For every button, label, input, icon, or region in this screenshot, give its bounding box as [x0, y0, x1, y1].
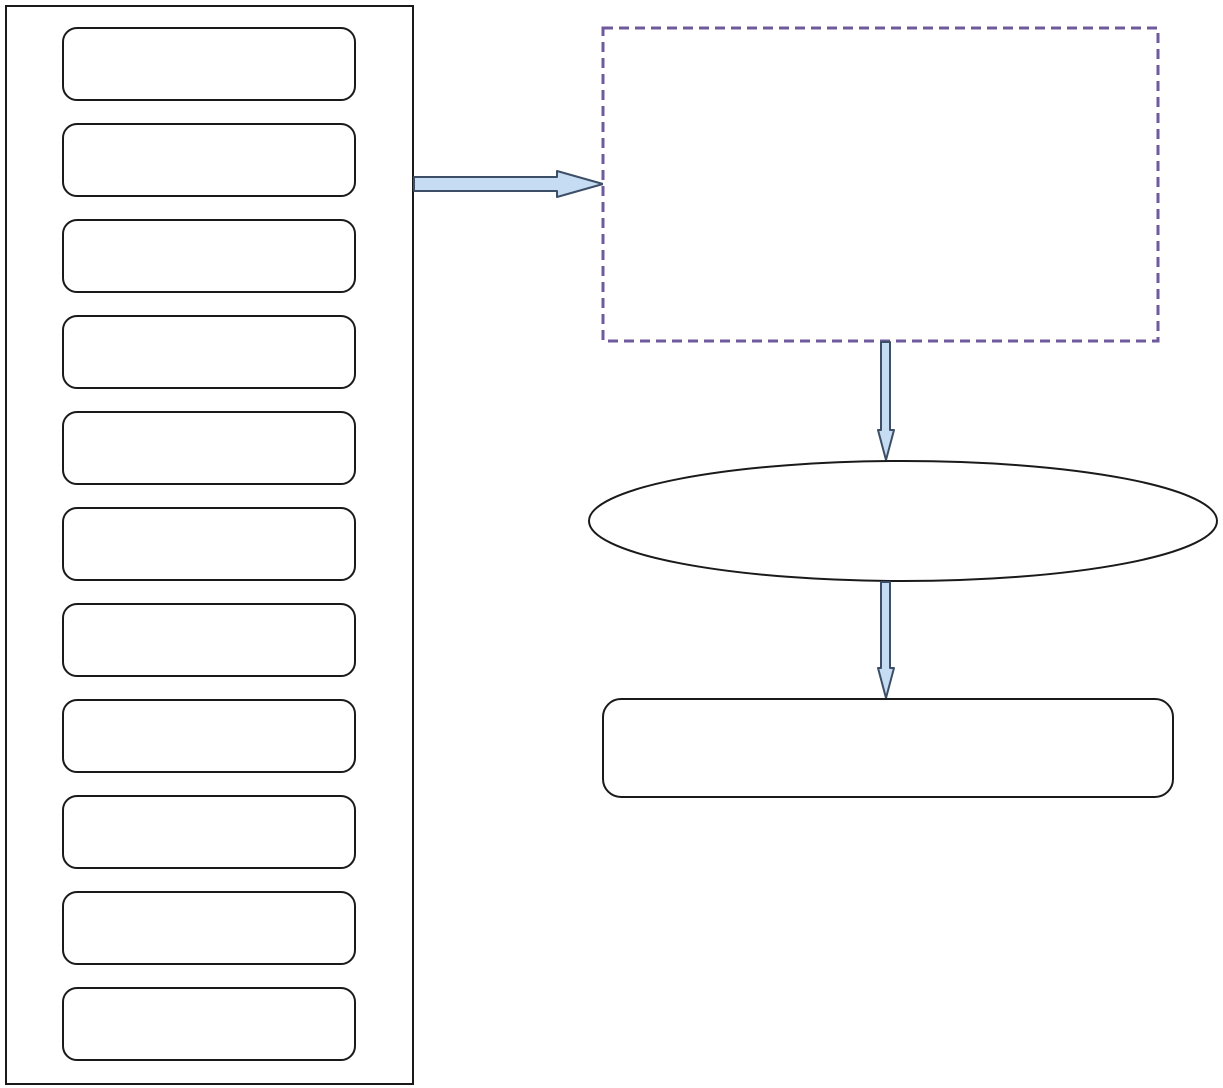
left-panel-item-box [62, 795, 356, 869]
left-panel-item [62, 411, 356, 485]
left-panel-item [62, 891, 356, 965]
left-panel-item-box [62, 603, 356, 677]
left-panel-item [62, 603, 356, 677]
left-panel-item [62, 27, 356, 101]
left-panel-item [62, 123, 356, 197]
left-panel-item-box [62, 27, 356, 101]
left-panel-item [62, 315, 356, 389]
left-panel-item [62, 987, 356, 1061]
left-panel-item-box [62, 411, 356, 485]
left-panel-item [62, 219, 356, 293]
left-panel-item-box [62, 891, 356, 965]
output-box [602, 698, 1174, 798]
left-panel-item-box [62, 123, 356, 197]
left-panel-items [62, 27, 356, 1061]
dashed-box [601, 26, 1160, 343]
left-panel-item-box [62, 507, 356, 581]
left-panel-item-box [62, 315, 356, 389]
left-panel-item-box [62, 987, 356, 1061]
ellipse-node [588, 460, 1218, 582]
arrow-panel-to-dashed-box [413, 170, 604, 198]
left-panel-item [62, 699, 356, 773]
left-panel-item-box [62, 219, 356, 293]
arrow-ellipse-to-output-box [877, 581, 895, 699]
left-panel-item-box [62, 699, 356, 773]
arrow-dashed-box-to-ellipse [877, 341, 895, 461]
left-panel-item [62, 507, 356, 581]
left-panel-item [62, 795, 356, 869]
